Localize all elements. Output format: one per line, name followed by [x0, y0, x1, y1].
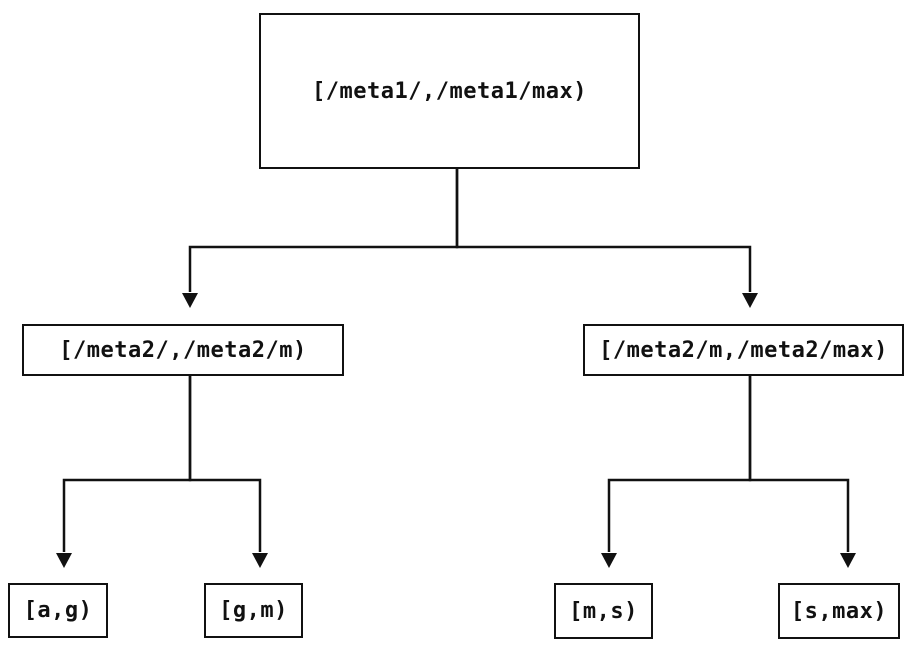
- tree-node-leaf-gm-label: [g,m): [219, 598, 288, 623]
- tree-node-leaf-gm: [g,m): [204, 583, 303, 638]
- arrow-down-icon: [56, 553, 72, 568]
- tree-node-left-child-label: [/meta2/,/meta2/m): [59, 337, 307, 363]
- tree-node-root: [/meta1/,/meta1/max): [259, 13, 640, 169]
- arrow-down-icon: [742, 293, 758, 308]
- edge-root-to-left-child: [182, 169, 459, 308]
- edge-right-child-to-leaf-smax: [748, 376, 856, 568]
- arrow-down-icon: [182, 293, 198, 308]
- edge-root-to-right-child: [455, 169, 758, 308]
- edge-right-child-to-leaf-ms: [601, 376, 752, 568]
- tree-node-leaf-ag-label: [a,g): [23, 598, 93, 623]
- arrow-down-icon: [601, 553, 617, 568]
- tree-node-leaf-ms-label: [m,s): [569, 598, 638, 624]
- arrow-down-icon: [840, 553, 856, 568]
- tree-node-leaf-ms: [m,s): [554, 583, 653, 639]
- tree-node-right-child: [/meta2/m,/meta2/max): [583, 324, 904, 376]
- edge-left-child-to-leaf-gm: [188, 376, 268, 568]
- arrow-down-icon: [252, 553, 268, 568]
- tree-node-root-label: [/meta1/,/meta1/max): [312, 78, 587, 104]
- tree-node-left-child: [/meta2/,/meta2/m): [22, 324, 344, 376]
- tree-node-leaf-smax-label: [s,max): [790, 598, 888, 624]
- tree-node-right-child-label: [/meta2/m,/meta2/max): [599, 337, 888, 363]
- tree-node-leaf-ag: [a,g): [8, 583, 108, 638]
- edge-left-child-to-leaf-ag: [56, 376, 192, 568]
- tree-node-leaf-smax: [s,max): [778, 583, 900, 639]
